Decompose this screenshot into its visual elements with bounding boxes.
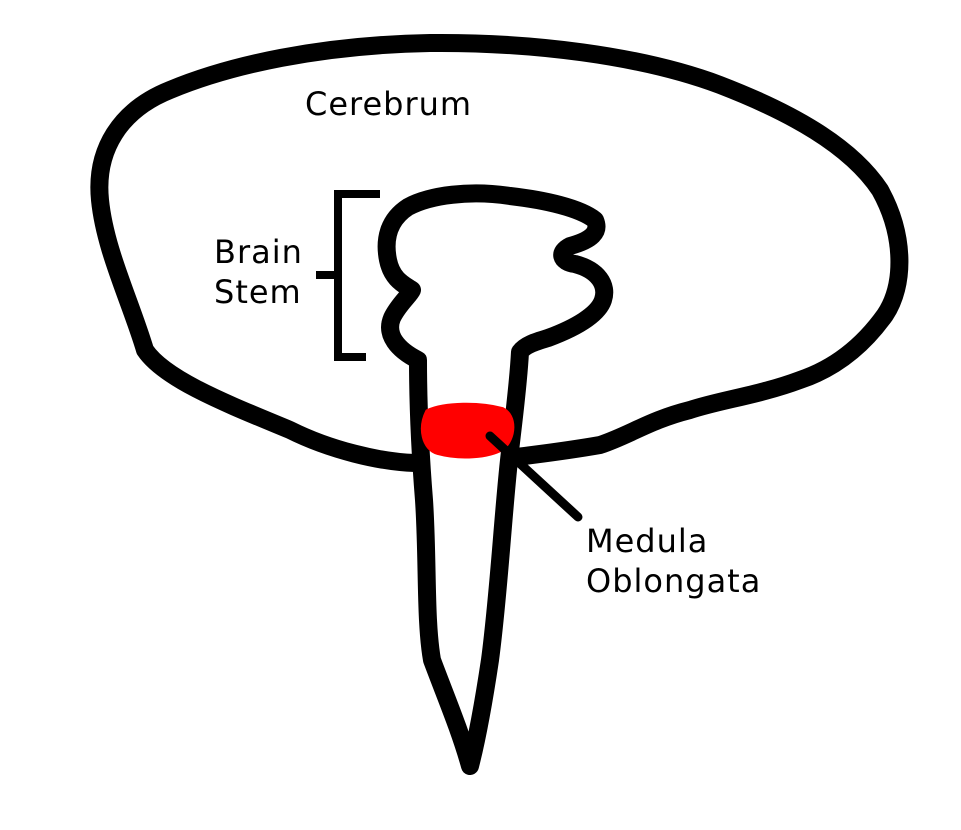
medulla-label-line1: Medula <box>586 522 709 560</box>
medulla-oblongata-label: Medula Oblongata <box>586 521 761 601</box>
brain-stem-outline <box>377 184 614 775</box>
brain-stem-label-line1: Brain <box>214 233 303 271</box>
medulla-pointer-line <box>485 431 583 522</box>
cerebrum-label: Cerebrum <box>305 85 473 123</box>
brain-stem-bracket <box>334 190 380 361</box>
brain-stem-label: Brain Stem <box>214 232 303 312</box>
cerebrum-outline <box>90 33 909 472</box>
brain-stem-label-line2: Stem <box>214 273 302 311</box>
medulla-label-line2: Oblongata <box>586 562 762 600</box>
